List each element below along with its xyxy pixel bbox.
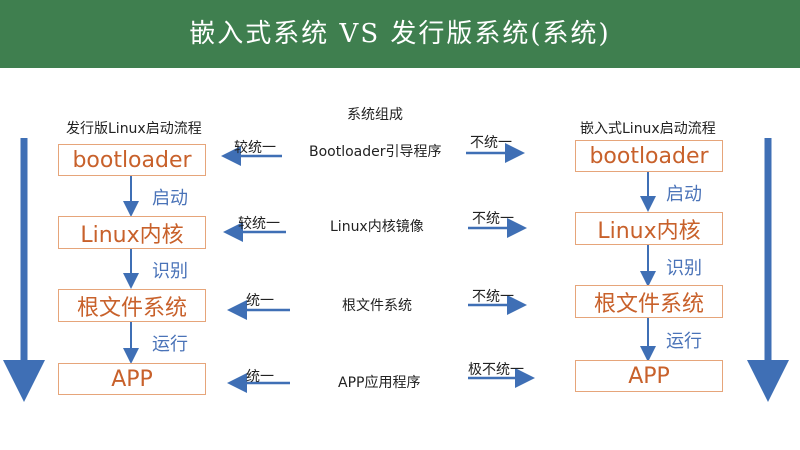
left-box-bootloader: bootloader xyxy=(58,144,206,176)
compare-right-label-1: 不统一 xyxy=(470,135,512,151)
compare-left-label-3: 统一 xyxy=(246,293,274,309)
compare-left-label-1: 较统一 xyxy=(234,140,276,156)
right-step-label-2: 识别 xyxy=(666,258,702,279)
right-step-label-3: 运行 xyxy=(666,331,702,352)
center-row-app: APP应用程序 xyxy=(338,375,421,391)
center-row-rootfs: 根文件系统 xyxy=(342,298,412,314)
left-step-label-1: 启动 xyxy=(152,188,188,209)
right-box-bootloader: bootloader xyxy=(575,140,723,172)
title-bar xyxy=(0,0,800,68)
left-box-rootfs: 根文件系统 xyxy=(58,289,206,322)
center-row-bootloader: Bootloader引导程序 xyxy=(309,144,442,160)
right-box-rootfs: 根文件系统 xyxy=(575,285,723,318)
compare-right-label-4: 极不统一 xyxy=(468,362,524,378)
center-row-kernel: Linux内核镜像 xyxy=(330,219,424,235)
center-column-heading: 系统组成 xyxy=(347,107,403,123)
right-box-kernel: Linux内核 xyxy=(575,212,723,245)
right-step-label-1: 启动 xyxy=(666,184,702,205)
compare-right-label-3: 不统一 xyxy=(472,289,514,305)
page-title: 嵌入式系统 VS 发行版系统(系统) xyxy=(189,19,611,49)
left-column-heading: 发行版Linux启动流程 xyxy=(66,121,202,137)
left-box-kernel: Linux内核 xyxy=(58,216,206,249)
left-step-label-2: 识别 xyxy=(152,261,188,282)
right-column-heading: 嵌入式Linux启动流程 xyxy=(580,121,716,137)
left-box-app: APP xyxy=(58,363,206,395)
right-box-app: APP xyxy=(575,360,723,392)
compare-left-label-4: 统一 xyxy=(246,369,274,385)
left-step-label-3: 运行 xyxy=(152,334,188,355)
compare-right-label-2: 不统一 xyxy=(472,211,514,227)
compare-left-label-2: 较统一 xyxy=(238,216,280,232)
